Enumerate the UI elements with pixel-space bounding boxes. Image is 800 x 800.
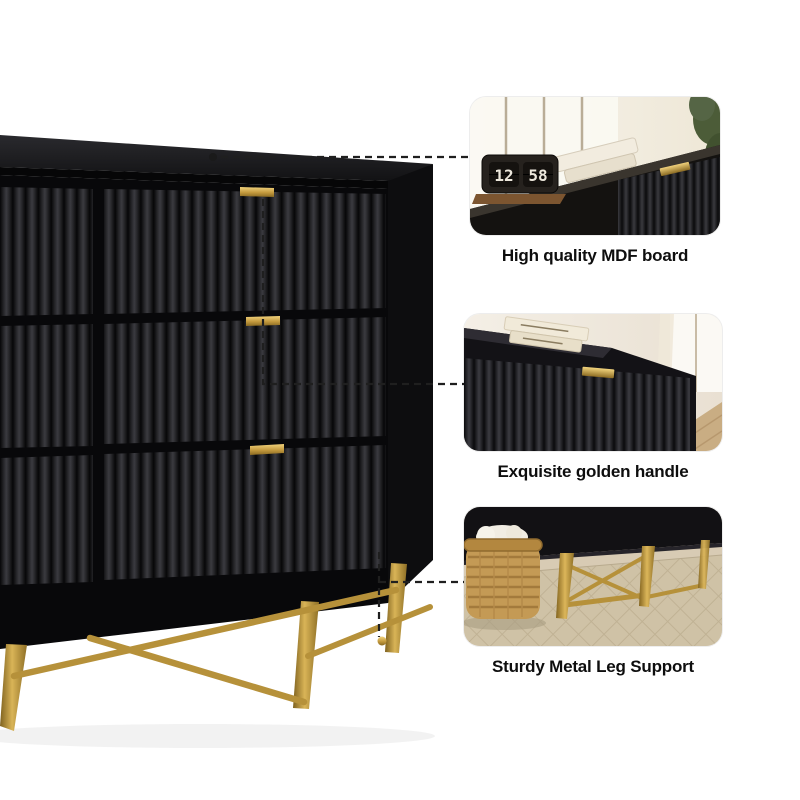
gold-handle [581,366,615,379]
callout-golden-handle: Exquisite golden handle [464,314,722,482]
dresser-side-panel [388,164,433,603]
scene-metal-legs [464,507,722,646]
callout-label-mdf-board: High quality MDF board [501,246,689,265]
callout-mdf-board: 12 58 High quality MDF board [470,97,720,266]
drawer-right-1 [104,189,386,314]
drawer-left-2 [0,324,93,448]
dresser-top-edge [0,167,388,189]
clock-minutes-digits: 58 [528,166,547,185]
drawer-left-3 [0,455,93,585]
leader-lines [209,153,468,637]
fluted-drawer-front [464,358,690,451]
drawer-handle-3 [250,444,284,455]
callout-label-golden-handle: Exquisite golden handle [497,462,689,481]
leg-side-stretcher [305,604,433,659]
leg-left [556,553,574,619]
leg-far [698,540,710,589]
wicker-basket [464,525,546,630]
callout-label-metal-legs: Sturdy Metal Leg Support [491,657,695,676]
front-left-leg [0,644,27,731]
gold-handle [659,161,691,177]
leg-bolt-cap [377,636,387,646]
books-stack [553,137,639,183]
leg-cross-brace-1 [10,586,400,680]
leg-right [639,546,655,607]
floor-shadow [0,724,435,748]
scene-mdf-board: 12 58 [470,97,720,235]
drawer-right-2 [104,317,386,444]
callout-image-golden-handle [464,314,722,451]
scene-golden-handle [464,314,722,451]
dresser [0,135,435,748]
back-right-leg [385,563,407,653]
flip-clock: 12 58 [472,154,566,204]
drawer-left-1 [0,187,93,316]
fluted-front [618,157,720,235]
callout-image-mdf-board: 12 58 [470,97,720,235]
callout-metal-legs: Sturdy Metal Leg Support [464,507,722,677]
books-stack [503,316,590,353]
gold-legs [556,540,710,619]
drawer-right-3 [104,445,386,580]
leader-line-golden-handle [261,199,466,386]
callout-image-metal-legs [464,507,722,646]
leader-dot-top [209,153,217,161]
leg-cross-brace-2 [86,634,308,706]
drawer-handle-1 [240,187,274,197]
clock-hours-digits: 12 [494,166,513,185]
